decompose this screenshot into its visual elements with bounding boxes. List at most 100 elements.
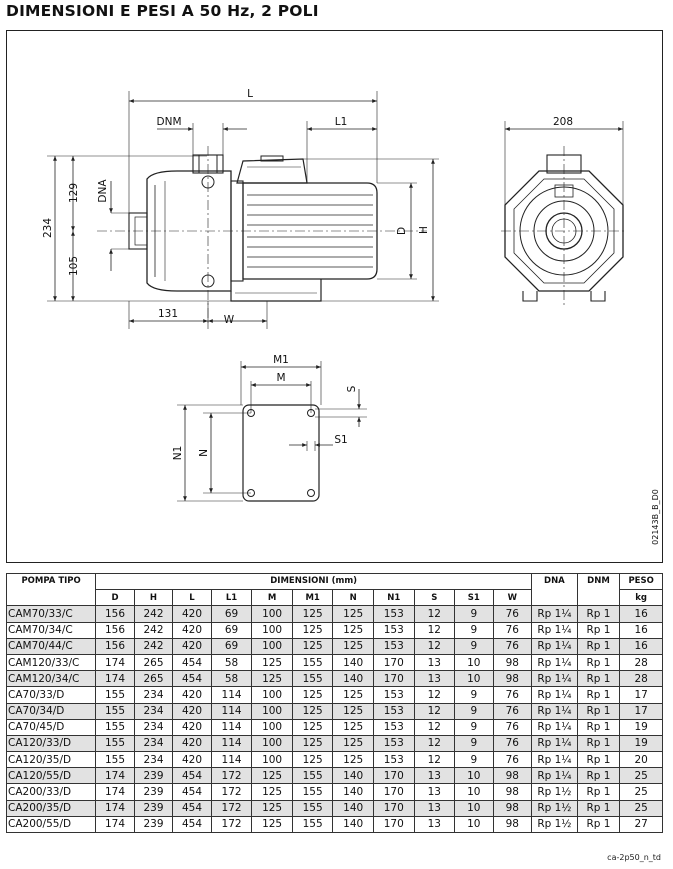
sub-header-row: D H L L1 M M1 N N1 S S1 W kg (7, 589, 663, 607)
peso-cell: 25 (619, 767, 663, 785)
dnm-cell: Rp 1 (576, 783, 621, 801)
dimension-cell: 170 (372, 799, 415, 817)
dna-cell: Rp 1¼ (531, 605, 578, 623)
dimension-cell: 156 (95, 605, 135, 623)
dimension-cell: 454 (172, 653, 212, 672)
dnm-cell: Rp 1 (576, 670, 621, 688)
sub-header-cell: N1 (372, 589, 415, 607)
dna-cell: Rp 1¼ (531, 637, 578, 655)
dnm-cell: Rp 1 (576, 686, 621, 704)
dnm-cell: Rp 1 (576, 702, 621, 720)
peso-cell: 28 (619, 653, 663, 672)
dimension-cell: 69 (210, 621, 253, 639)
sub-header-cell: N (332, 589, 374, 607)
peso-cell: 20 (619, 751, 663, 769)
pump-model-cell: CA120/35/D (5, 751, 97, 769)
foot-plan-view (177, 361, 367, 502)
dimension-cell: 265 (133, 670, 174, 688)
dnm-cell: Rp 1 (576, 751, 621, 769)
dimension-cell: 9 (454, 751, 494, 769)
dimension-cell: 125 (291, 637, 334, 655)
dim-label-l1: L1 (335, 116, 348, 128)
peso-cell: 19 (619, 734, 663, 753)
dimension-cell: 10 (454, 783, 494, 801)
dimension-cell: 9 (454, 605, 494, 623)
dim-label-129: 129 (68, 183, 80, 203)
dimension-cell: 140 (332, 783, 374, 801)
dimension-cell: 125 (332, 605, 374, 623)
dimension-cell: 98 (492, 783, 533, 801)
dimension-cell: 58 (210, 670, 253, 688)
dna-cell: Rp 1¼ (531, 653, 578, 672)
peso-cell: 16 (619, 605, 663, 623)
dimension-cell: 155 (95, 686, 135, 704)
dimension-cell: 174 (95, 767, 135, 785)
header-peso: PESO (619, 572, 663, 591)
dim-label-w: W (224, 314, 235, 326)
dimension-cell: 153 (372, 637, 415, 655)
dimension-cell: 114 (210, 751, 253, 769)
pump-model-cell: CA70/33/D (5, 686, 97, 704)
dimension-cell: 125 (291, 605, 334, 623)
dimensions-table: POMPA TIPO DIMENSIONI (mm) DNA DNM PESO … (5, 572, 663, 834)
dnm-cell: Rp 1 (576, 815, 621, 834)
dimension-cell: 98 (492, 653, 533, 672)
dimension-cell: 13 (413, 783, 456, 801)
dimension-cell: 234 (133, 751, 174, 769)
dimension-cell: 114 (210, 702, 253, 720)
peso-cell: 17 (619, 702, 663, 720)
dimension-cell: 454 (172, 767, 212, 785)
pump-model-cell: CAM70/44/C (5, 637, 97, 655)
dimension-cell: 13 (413, 799, 456, 817)
dimension-cell: 420 (172, 734, 212, 753)
dimension-cell: 265 (133, 653, 174, 672)
dimension-cell: 9 (454, 686, 494, 704)
dimension-cell: 153 (372, 751, 415, 769)
dimension-cell: 125 (332, 718, 374, 736)
dimension-cell: 155 (95, 718, 135, 736)
dimension-cell: 76 (492, 686, 533, 704)
dimension-cell: 125 (332, 734, 374, 753)
dimension-cell: 10 (454, 815, 494, 834)
pump-drawing-svg: L DNM L1 208 129 DNA 234 105 D H 131 W M… (42, 88, 660, 545)
dim-label-d: D (396, 227, 408, 235)
dimension-cell: 140 (332, 670, 374, 688)
sub-header-cell: M1 (291, 589, 334, 607)
dimension-cell: 125 (251, 815, 293, 834)
dimension-cell: 100 (251, 637, 293, 655)
dimension-cell: 155 (95, 734, 135, 753)
dimension-cell: 140 (332, 799, 374, 817)
dna-cell: Rp 1½ (531, 799, 578, 817)
pump-model-cell: CAM120/34/C (5, 670, 97, 688)
dimension-cell: 10 (454, 767, 494, 785)
dimension-cell: 125 (332, 637, 374, 655)
dimension-cell: 98 (492, 767, 533, 785)
dimension-cell: 12 (413, 734, 456, 753)
dimension-cell: 174 (95, 799, 135, 817)
dimension-cell: 100 (251, 702, 293, 720)
sub-header-cell: S (413, 589, 456, 607)
dimension-cell: 170 (372, 783, 415, 801)
pump-model-cell: CA70/34/D (5, 702, 97, 720)
dimension-cell: 100 (251, 621, 293, 639)
dnm-cell: Rp 1 (576, 621, 621, 639)
dimension-cell: 76 (492, 637, 533, 655)
dim-label-131: 131 (158, 308, 178, 320)
pump-front-view (501, 121, 627, 306)
dimension-cell: 114 (210, 718, 253, 736)
dimension-cell: 454 (172, 815, 212, 834)
dimension-cell: 125 (291, 686, 334, 704)
dim-label-s1: S1 (334, 434, 347, 446)
peso-cell: 27 (619, 815, 663, 834)
dimension-cell: 114 (210, 686, 253, 704)
dimension-cell: 420 (172, 621, 212, 639)
dimension-cell: 454 (172, 783, 212, 801)
dimension-cell: 125 (291, 702, 334, 720)
dimension-cell: 234 (133, 734, 174, 753)
dimension-cell: 234 (133, 686, 174, 704)
dna-cell: Rp 1¼ (531, 751, 578, 769)
